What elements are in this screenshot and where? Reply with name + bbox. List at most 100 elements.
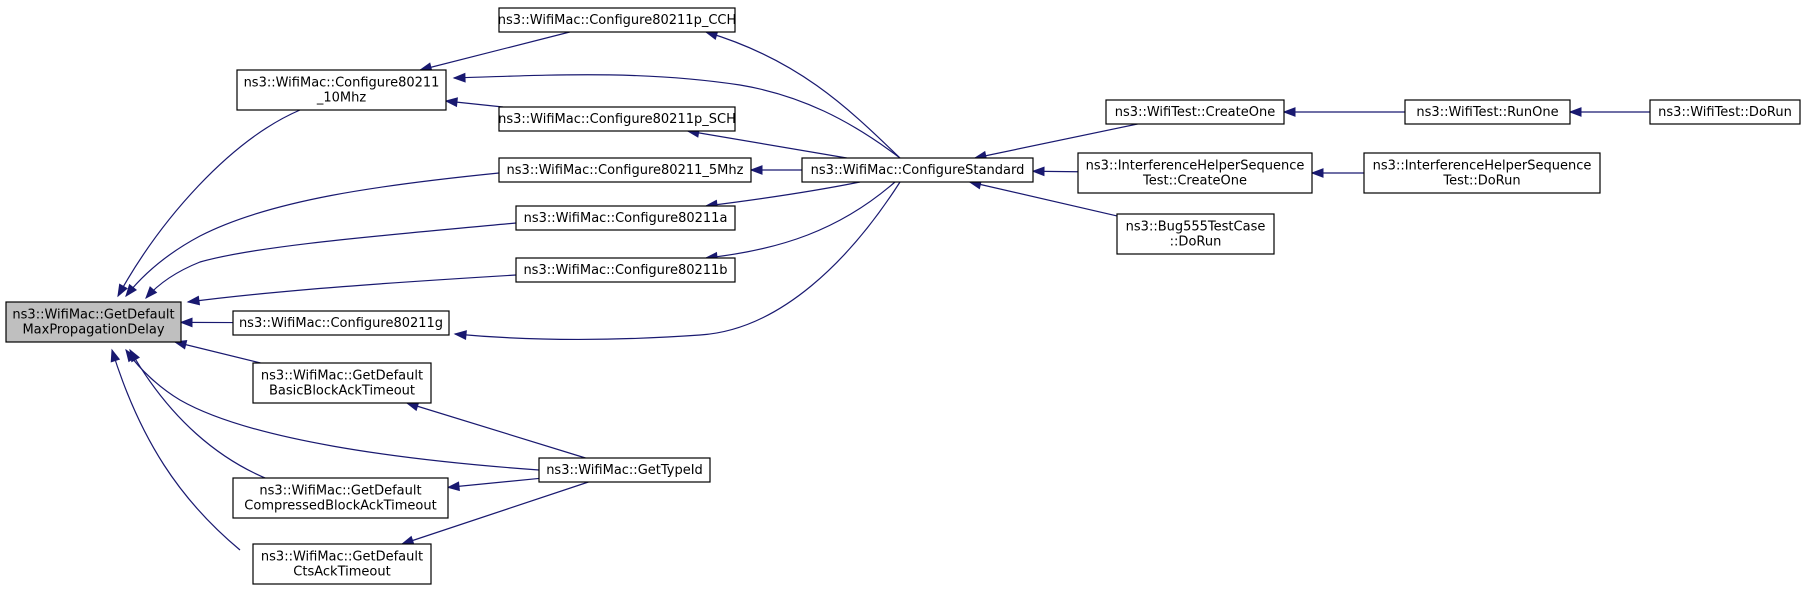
node-psch[interactable]: ns3::WifiMac::Configure80211p_SCH [498,106,736,132]
node-label-line: ns3::WifiTest::DoRun [1658,105,1792,120]
node-label-line: ns3::WifiMac::GetTypeId [546,463,703,478]
edge-line [687,130,847,159]
arrowhead-icon [444,97,458,108]
node-box [5,301,182,343]
node-cfg10[interactable]: ns3::WifiMac::Configure80211_10Mhz [236,69,447,111]
node-label-line: CtsAckTimeout [293,565,390,580]
node-label-line: ns3::WifiMac::GetDefault [12,308,174,323]
edge-gettype-to-basic [405,401,586,459]
node-label-line: ns3::WifiTest::CreateOne [1115,105,1275,120]
node-box [515,205,736,231]
node-box [1404,99,1571,125]
edge-cfgstd-to-psch [686,128,847,159]
node-wtdorun[interactable]: ns3::WifiTest::DoRun [1649,99,1801,125]
edge-gettype-to-comp [446,477,540,492]
edge-line [974,123,1138,159]
edge-psch-to-cfg10 [444,97,504,108]
edge-cfga-to-root [145,222,517,300]
arrowhead-icon [186,295,201,306]
node-box [498,7,736,33]
node-label-line: ns3::WifiMac::Configure80211_5Mhz [507,163,744,178]
edge-cfgstd-to-cfg10 [452,72,901,159]
edge-line [454,181,901,341]
edge-line [453,74,901,159]
node-box [498,106,736,132]
edge-line [969,181,1118,217]
node-label-line: ns3::WifiMac::ConfigureStandard [811,163,1025,178]
edge-ihdorun-to-ihcreate [1310,168,1364,178]
node-label-line: MaxPropagationDelay [22,323,164,338]
arrowhead-icon [117,283,128,298]
node-label-line: ns3::WifiMac::GetDefault [261,550,423,565]
node-label-line: ns3::Bug555TestCase [1126,220,1266,235]
arrowhead-icon [145,286,158,300]
edge-line [129,349,271,481]
arrowhead-icon [749,165,763,175]
edge-line [117,109,301,297]
edge-comp-to-root [129,348,271,481]
edge-wtdorun-to-runone [1568,107,1650,117]
arrowhead-icon [446,481,460,492]
edge-basic-to-root [173,339,261,364]
node-box [538,457,711,483]
arrowhead-icon [452,72,466,83]
node-cfgstd[interactable]: ns3::WifiMac::ConfigureStandard [801,157,1034,183]
node-gettype[interactable]: ns3::WifiMac::GetTypeId [538,457,711,483]
edge-cfgstd-to-cfga [704,181,861,210]
node-box [1105,99,1285,125]
arrowhead-icon [125,283,138,298]
node-box [252,362,432,404]
edge-line [420,31,570,71]
node-pcch[interactable]: ns3::WifiMac::Configure80211p_CCH [498,7,737,33]
node-basic[interactable]: ns3::WifiMac::GetDefaultBasicBlockAckTim… [252,362,432,404]
node-label-line: CompressedBlockAckTimeout [244,499,436,514]
node-cfg5[interactable]: ns3::WifiMac::Configure80211_5Mhz [498,157,752,183]
node-label-line: ns3::InterferenceHelperSequence [1086,159,1305,174]
node-cfga[interactable]: ns3::WifiMac::Configure80211a [515,205,736,231]
arrowhead-icon [1568,107,1582,117]
edge-line [174,341,261,364]
node-runone[interactable]: ns3::WifiTest::RunOne [1404,99,1571,125]
node-box [232,477,449,519]
arrowhead-icon [400,535,415,546]
node-label-line: ns3::WifiMac::Configure80211b [523,263,727,278]
node-label-line: ns3::WifiMac::Configure80211p_CCH [498,13,737,28]
node-box [1116,213,1275,255]
node-label-line: ns3::WifiMac::Configure80211p_SCH [498,112,736,127]
arrowhead-icon [1031,166,1045,177]
node-cfgg[interactable]: ns3::WifiMac::Configure80211g [232,310,450,336]
edge-cfgstd-to-cfgg [453,181,901,341]
node-box [252,543,432,585]
node-cfgb[interactable]: ns3::WifiMac::Configure80211b [515,257,736,283]
node-box [498,157,752,183]
node-label-line: BasicBlockAckTimeout [269,384,415,399]
node-bug555[interactable]: ns3::Bug555TestCase::DoRun [1116,213,1275,255]
node-ihcreate[interactable]: ns3::InterferenceHelperSequenceTest::Cre… [1077,152,1313,194]
node-label-line: ns3::WifiMac::Configure80211a [524,211,728,226]
node-label-line: ns3::WifiTest::RunOne [1416,105,1558,120]
node-label-line: ns3::WifiMac::Configure80211 [244,76,440,91]
node-comp[interactable]: ns3::WifiMac::GetDefaultCompressedBlockA… [232,477,449,519]
edge-line [187,274,517,303]
arrowhead-icon [453,330,467,340]
edge-line [447,477,540,488]
node-createone[interactable]: ns3::WifiTest::CreateOne [1105,99,1285,125]
node-label-line: Test::CreateOne [1142,174,1247,189]
edge-runone-to-createone [1282,107,1405,117]
edge-cfg10-to-root [117,109,301,298]
node-box [236,69,447,111]
edge-line [705,181,861,207]
edge-cfgb-to-root [186,274,517,306]
edge-line [145,222,517,299]
edge-line [111,349,241,551]
node-label-line: ns3::WifiMac::GetDefault [261,369,423,384]
node-root[interactable]: ns3::WifiMac::GetDefaultMaxPropagationDe… [5,301,182,343]
arrowhead-icon [179,317,193,328]
graph-edges [110,30,1650,551]
arrowhead-icon [1310,168,1324,178]
node-ihdorun[interactable]: ns3::InterferenceHelperSequenceTest::DoR… [1363,152,1601,194]
node-box [1649,99,1801,125]
edge-cts-to-root [110,348,241,551]
